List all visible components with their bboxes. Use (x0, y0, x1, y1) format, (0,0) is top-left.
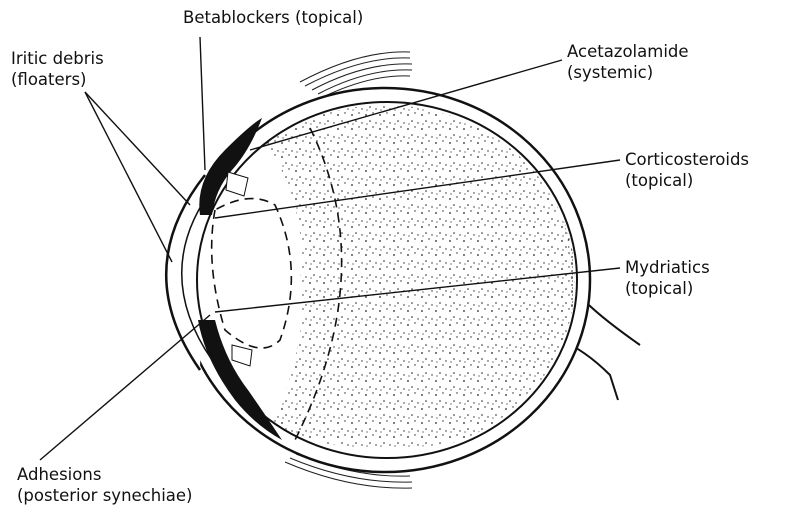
label-acetazolamide: Acetazolamide (systemic) (567, 41, 689, 83)
label-acetazolamide-line1: Acetazolamide (567, 41, 689, 62)
label-iritic-debris: Iritic debris (floaters) (11, 48, 104, 90)
label-acetazolamide-line2: (systemic) (567, 62, 689, 83)
label-iritic-debris-line1: Iritic debris (11, 48, 104, 69)
label-adhesions: Adhesions (posterior synechiae) (17, 464, 193, 506)
label-betablockers: Betablockers (topical) (183, 7, 363, 28)
label-iritic-debris-line2: (floaters) (11, 69, 104, 90)
label-adhesions-line1: Adhesions (17, 464, 193, 485)
label-corticosteroids-line2: (topical) (625, 170, 749, 191)
label-mydriatics-line2: (topical) (625, 278, 710, 299)
label-betablockers-text: Betablockers (topical) (183, 8, 363, 27)
label-mydriatics-line1: Mydriatics (625, 257, 710, 278)
label-adhesions-line2: (posterior synechiae) (17, 485, 193, 506)
label-mydriatics: Mydriatics (topical) (625, 257, 710, 299)
label-corticosteroids-line1: Corticosteroids (625, 149, 749, 170)
label-corticosteroids: Corticosteroids (topical) (625, 149, 749, 191)
